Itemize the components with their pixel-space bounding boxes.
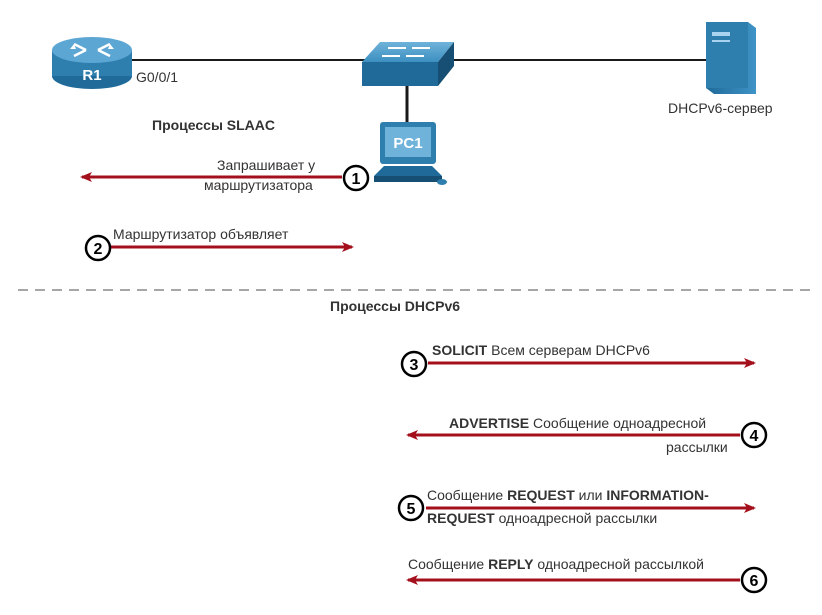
step-1-text-line1: Запрашивает у bbox=[217, 157, 316, 173]
step-5-post: одноадресной рассылки bbox=[494, 510, 658, 526]
step-6-pre: Сообщение bbox=[408, 556, 489, 572]
step-4-desc: Сообщение одноадресной bbox=[529, 415, 707, 431]
step-badge-4: 4 bbox=[740, 421, 768, 449]
step-number-3: 3 bbox=[410, 357, 419, 374]
step-1-text-line2: маршрутизатора bbox=[204, 177, 313, 193]
router-icon[interactable] bbox=[52, 37, 132, 89]
step-3-desc: Всем серверам DHCPv6 bbox=[487, 342, 650, 358]
step-badge-2: 2 bbox=[84, 234, 112, 262]
server-icon[interactable] bbox=[706, 22, 756, 94]
step-badge-6: 6 bbox=[740, 566, 768, 594]
step-5-mid: или bbox=[574, 487, 607, 503]
step-3-keyword: SOLICIT bbox=[432, 342, 488, 358]
step-5-text-line1: Сообщение REQUEST или INFORMATION- bbox=[427, 487, 709, 504]
step-badge-1: 1 bbox=[342, 164, 370, 192]
step-2-text: Маршрутизатор объявляет bbox=[113, 226, 289, 242]
router-label: R1 bbox=[82, 67, 101, 84]
step-badge-5: 5 bbox=[397, 494, 425, 522]
server-label: DHCPv6-сервер bbox=[668, 100, 773, 116]
pc-label: PC1 bbox=[393, 135, 422, 152]
step-badge-3: 3 bbox=[400, 350, 428, 378]
step-6-keyword: REPLY bbox=[488, 556, 534, 572]
step-number-1: 1 bbox=[352, 171, 361, 188]
step-4-text-line2: рассылки bbox=[666, 439, 728, 455]
step-4-text: ADVERTISE Сообщение одноадресной bbox=[449, 415, 706, 432]
step-5-pre: Сообщение bbox=[427, 487, 508, 503]
step-6-post: одноадресной рассылкой bbox=[533, 556, 704, 572]
step-5-keyword-request2: REQUEST bbox=[427, 510, 495, 526]
step-4-keyword: ADVERTISE bbox=[449, 415, 530, 431]
pc-icon[interactable] bbox=[374, 122, 447, 185]
switch-icon[interactable] bbox=[362, 42, 454, 86]
step-5-text-line2: REQUEST одноадресной рассылки bbox=[427, 510, 657, 527]
step-6-text: Сообщение REPLY одноадресной рассылкой bbox=[408, 556, 704, 573]
step-number-5: 5 bbox=[407, 501, 416, 518]
step-number-6: 6 bbox=[750, 573, 759, 590]
slaac-section-title: Процессы SLAAC bbox=[152, 117, 276, 133]
router-interface-label: G0/0/1 bbox=[136, 69, 179, 85]
step-5-keyword-request: REQUEST bbox=[507, 487, 575, 503]
step-number-4: 4 bbox=[750, 428, 759, 445]
step-3-text: SOLICIT Всем серверам DHCPv6 bbox=[432, 342, 650, 359]
step-5-keyword-information: INFORMATION- bbox=[606, 487, 709, 503]
dhcpv6-section-title: Процессы DHCPv6 bbox=[330, 298, 461, 314]
step-number-2: 2 bbox=[94, 241, 103, 258]
